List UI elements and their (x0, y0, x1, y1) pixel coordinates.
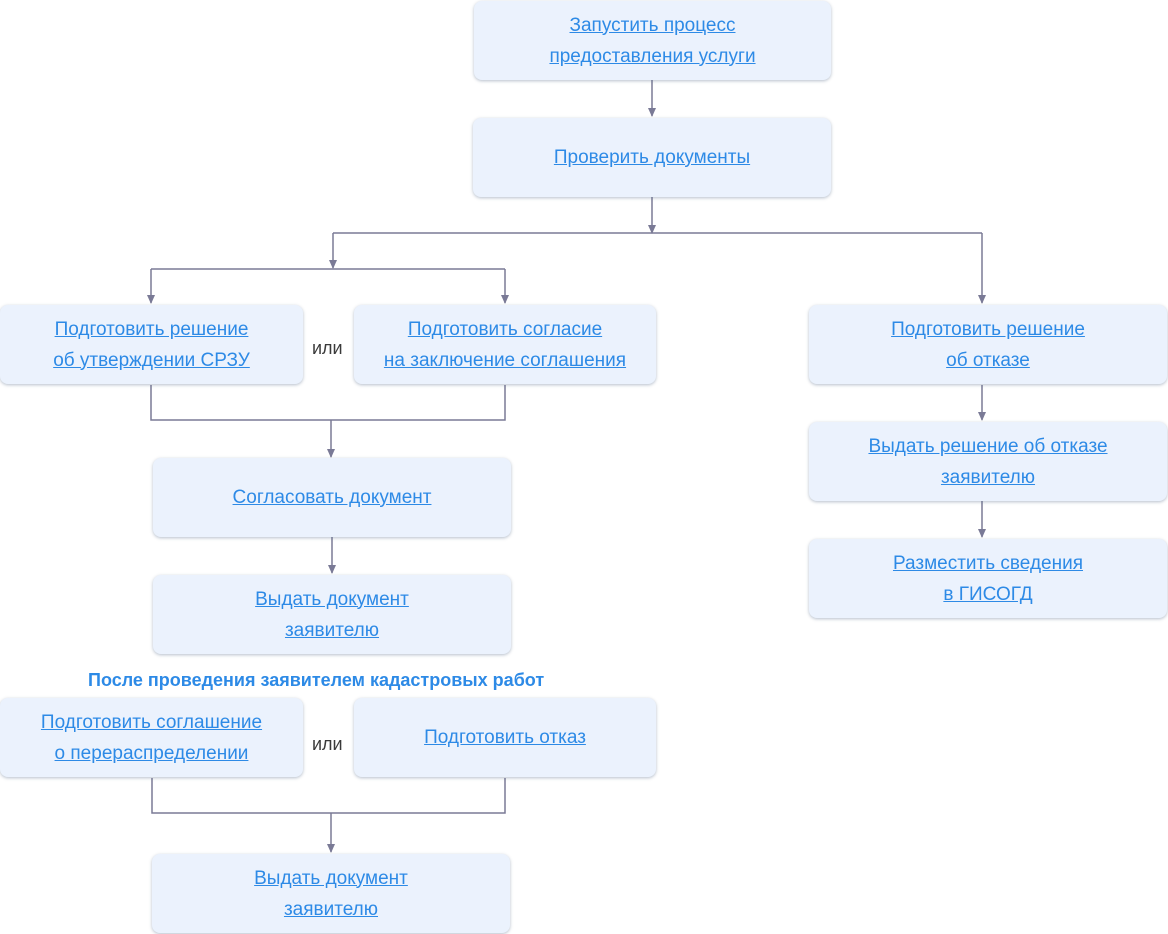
node-link[interactable]: Подготовить решение об утверждении СРЗУ (53, 318, 250, 371)
node-start-process[interactable]: Запустить процесс предоставления услуги (474, 1, 831, 80)
or-label: или (312, 734, 343, 754)
node-prepare-consent[interactable]: Подготовить согласие на заключение согла… (354, 305, 656, 384)
connector-merge-1 (150, 385, 506, 421)
connector-merge-2 (151, 778, 506, 814)
node-link[interactable]: Выдать документ заявителю (254, 867, 408, 920)
or-label: или (312, 338, 343, 358)
node-approve-document[interactable]: Согласовать документ (153, 458, 511, 537)
node-link[interactable]: Подготовить отказ (424, 727, 586, 748)
node-prepare-refusal[interactable]: Подготовить отказ (354, 698, 656, 777)
node-issue-document-final[interactable]: Выдать документ заявителю (152, 854, 510, 933)
node-link[interactable]: Разместить сведения в ГИСОГД (892, 552, 1083, 605)
node-link[interactable]: Подготовить согласие на заключение согла… (383, 318, 627, 371)
node-issue-refusal[interactable]: Выдать решение об отказе заявителю (809, 422, 1167, 501)
node-link[interactable]: Запустить процесс предоставления услуги (549, 14, 756, 67)
node-link[interactable]: Выдать документ заявителю (255, 588, 409, 641)
node-link[interactable]: Согласовать документ (232, 487, 432, 508)
node-prepare-srzu-decision[interactable]: Подготовить решение об утверждении СРЗУ (0, 305, 303, 384)
node-prepare-refusal-decision[interactable]: Подготовить решение об отказе (809, 305, 1167, 384)
node-issue-document[interactable]: Выдать документ заявителю (153, 575, 511, 654)
node-check-documents[interactable]: Проверить документы (473, 118, 831, 197)
node-link[interactable]: Подготовить решение об отказе (891, 318, 1085, 371)
node-link[interactable]: Подготовить соглашение о перераспределен… (40, 711, 263, 764)
node-publish-gisogd[interactable]: Разместить сведения в ГИСОГД (809, 539, 1167, 618)
node-link[interactable]: Проверить документы (553, 147, 751, 168)
section-heading: После проведения заявителем кадастровых … (88, 670, 545, 690)
node-prepare-agreement[interactable]: Подготовить соглашение о перераспределен… (0, 698, 303, 777)
node-link[interactable]: Выдать решение об отказе заявителю (868, 435, 1108, 488)
